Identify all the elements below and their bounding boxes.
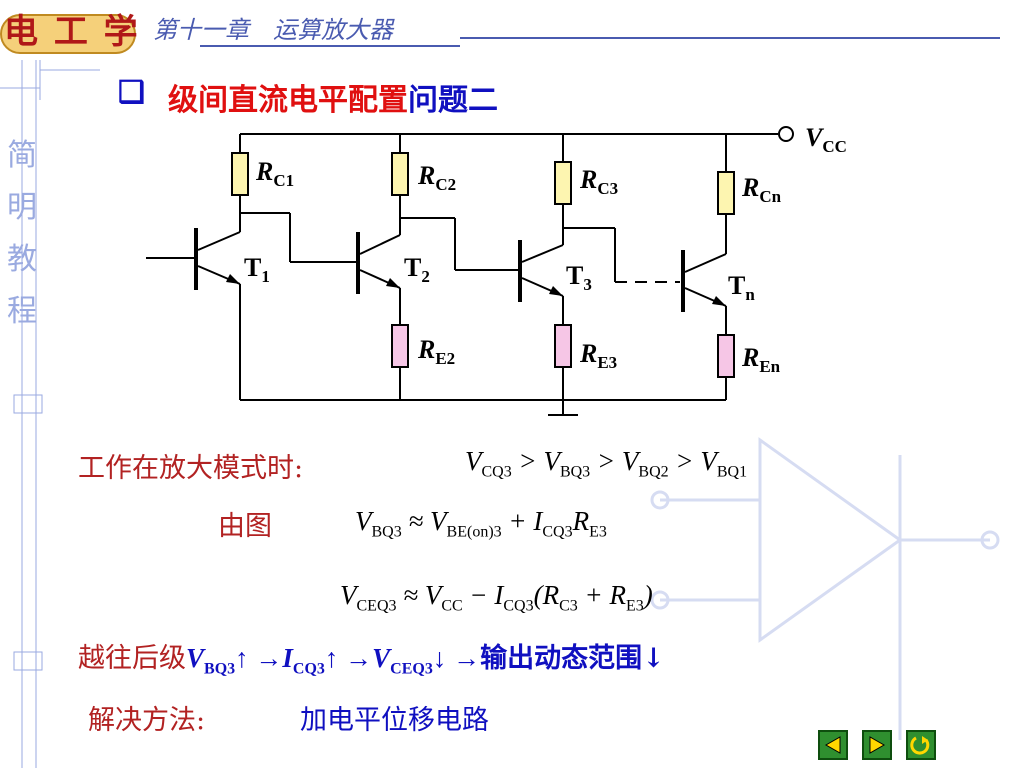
fig-label: 由图 bbox=[218, 511, 272, 542]
t1-label: T1 bbox=[244, 253, 270, 286]
triangle-right-icon bbox=[869, 736, 886, 754]
rcn-label: RCn bbox=[741, 173, 782, 206]
rc1-label: RC1 bbox=[255, 157, 294, 190]
next-button[interactable] bbox=[862, 730, 892, 760]
circuit-diagram: VCC RC1 RC2 RC3 RCn RE2 RE3 REn T1 T2 T3… bbox=[146, 123, 847, 416]
re3-label: RE3 bbox=[579, 339, 617, 372]
triangle-left-icon bbox=[824, 736, 841, 754]
solution-value: 加电平位移电路 bbox=[300, 705, 489, 736]
tn-label: Tn bbox=[728, 271, 755, 304]
sidebar-char: 明 bbox=[7, 190, 37, 225]
section-title-red: 级间直流电平配置 bbox=[168, 83, 408, 118]
sidebar-char: 程 bbox=[7, 294, 37, 329]
return-button[interactable] bbox=[906, 730, 936, 760]
sidebar-title: 简 明 教 程 bbox=[4, 130, 40, 338]
rc2-label: RC2 bbox=[417, 161, 456, 194]
rc3-label: RC3 bbox=[579, 165, 618, 198]
bullet-icon: ❑ bbox=[118, 75, 145, 110]
sidebar-char: 简 bbox=[7, 138, 37, 173]
return-arrow-icon bbox=[910, 736, 930, 755]
prev-button[interactable] bbox=[818, 730, 848, 760]
section-title-blue: 问题二 bbox=[408, 83, 498, 118]
vcc-v: V bbox=[805, 123, 825, 152]
section-title: 级间直流电平配置问题二 bbox=[168, 75, 498, 119]
solution-label: 解决方法: bbox=[88, 705, 206, 736]
chapter-title: 第十一章 运算放大器 bbox=[153, 16, 393, 44]
eq-vcq-order: VCQ3 > VBQ3 > VBQ2 > VBQ1 bbox=[465, 446, 748, 481]
ren-label: REn bbox=[741, 343, 781, 376]
mode-label: 工作在放大模式时: bbox=[78, 453, 304, 484]
eq-vbq3: VBQ3 ≈ VBE(on)3 + ICQ3RE3 bbox=[355, 506, 607, 541]
logo-text: 电 工 学 bbox=[4, 12, 140, 52]
t2-label: T2 bbox=[404, 253, 430, 286]
result-suffix: 输出动态范围↓ bbox=[480, 643, 665, 674]
result-prefix: 越往后级 bbox=[78, 643, 186, 674]
vcc-label: VCC bbox=[805, 123, 847, 156]
sidebar-char: 教 bbox=[7, 242, 37, 277]
eq-vceq3: VCEQ3 ≈ VCC − ICQ3(RC3 + RE3) bbox=[340, 580, 653, 615]
vcc-sub: CC bbox=[822, 137, 847, 156]
t3-label: T3 bbox=[566, 261, 592, 294]
logo bbox=[0, 10, 140, 58]
result-line: 越往后级VBQ3↑ →ICQ3↑ →VCEQ3↓ →输出动态范围↓ bbox=[78, 643, 665, 678]
re2-label: RE2 bbox=[417, 335, 455, 368]
